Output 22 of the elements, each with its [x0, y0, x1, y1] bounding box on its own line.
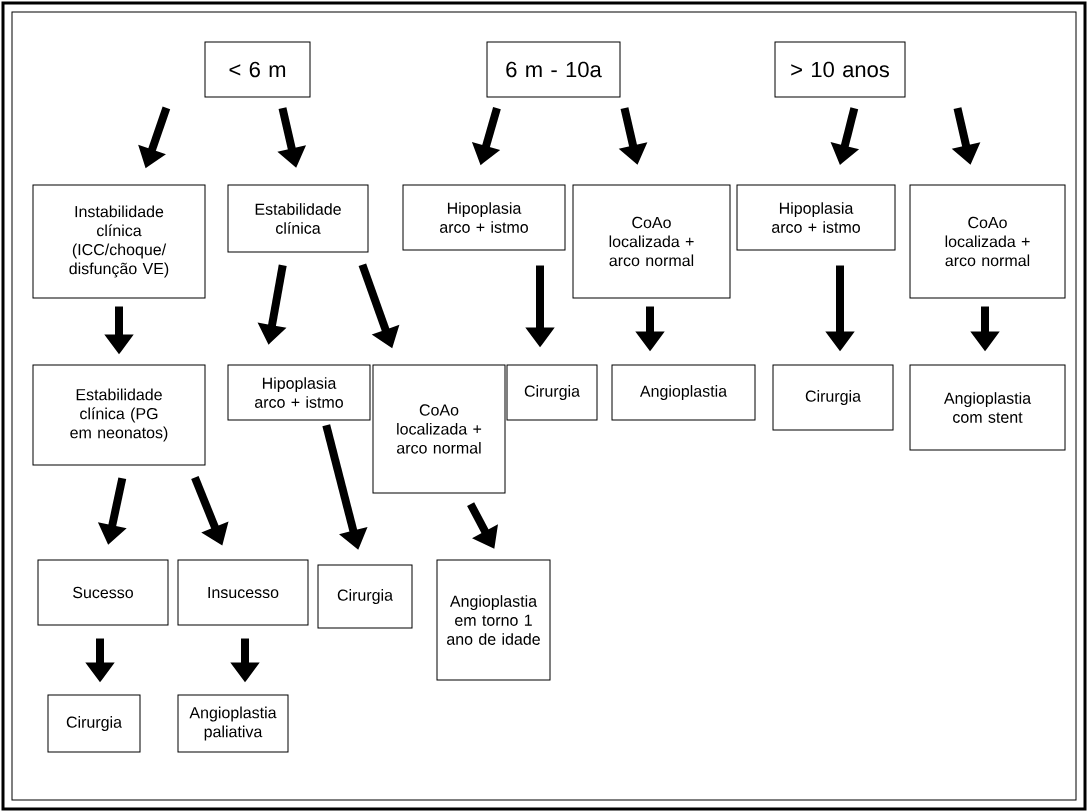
process-box: 6 m - 10a: [486, 41, 621, 98]
process-box: Instabilidade clínica (ICC/choque/ disfunção VE): [32, 184, 206, 299]
process-box: Hipoplasia arco + istmo: [402, 184, 566, 251]
process-box: Cirurgia: [317, 564, 413, 629]
process-box: Cirurgia: [47, 694, 141, 753]
process-box: Sucesso: [37, 559, 169, 626]
process-box: Estabilidade clínica (PG em neonatos): [32, 364, 206, 466]
process-box: Insucesso: [177, 559, 309, 626]
process-box: Angioplastia em torno 1 ano de idade: [436, 559, 551, 681]
process-box: Angioplastia paliativa: [177, 694, 289, 753]
process-box: CoAo localizada + arco normal: [572, 184, 731, 299]
process-box: Angioplastia: [611, 364, 756, 421]
process-box: Estabilidade clínica: [227, 184, 369, 253]
process-box: Hipoplasia arco + istmo: [736, 184, 896, 251]
process-box: Cirurgia: [772, 364, 894, 431]
process-box: Hipoplasia arco + istmo: [227, 364, 371, 421]
process-box: Angioplastia com stent: [909, 364, 1066, 451]
process-box: Cirurgia: [506, 364, 598, 421]
process-box: > 10 anos: [774, 41, 906, 98]
process-box: CoAo localizada + arco normal: [372, 364, 506, 494]
process-box: CoAo localizada + arco normal: [909, 184, 1066, 299]
process-box: < 6 m: [204, 41, 311, 98]
